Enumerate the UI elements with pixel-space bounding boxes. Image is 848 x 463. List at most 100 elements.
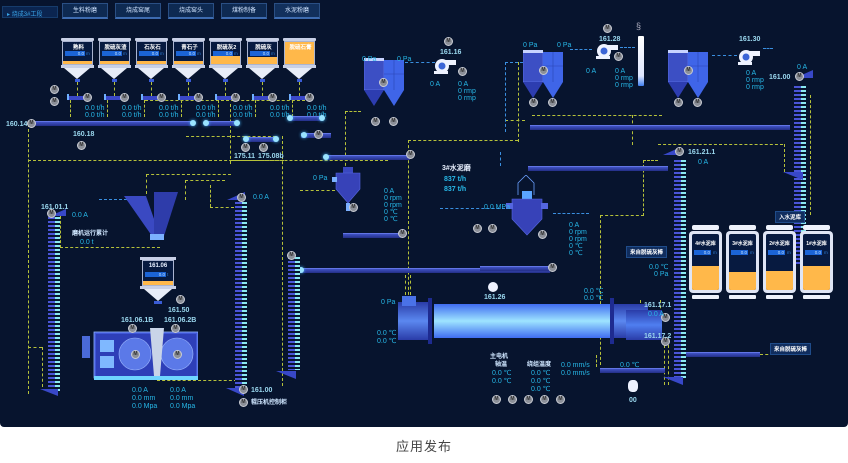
motor-icon[interactable]: M [239,398,248,407]
motor-icon[interactable]: M [287,251,296,260]
v-classifier[interactable] [124,192,180,249]
motor-icon[interactable]: M [314,130,323,139]
motor-icon[interactable]: M [661,337,670,346]
tab-coal-mill[interactable]: 煤粉制备 [221,3,267,19]
bucket-elevator[interactable] [235,200,243,392]
raw-material-silo[interactable]: 脱硫石膏 [283,38,316,86]
tab-kiln-head[interactable]: 烧成窑头 [168,3,214,19]
tab-raw-mill[interactable]: 生料粉磨 [62,3,108,19]
motor-icon[interactable]: M [556,395,565,404]
motor-icon[interactable]: M [47,209,56,218]
bucket-elevator[interactable] [288,255,296,370]
separator-1[interactable] [332,167,364,218]
motor-icon[interactable]: M [128,324,137,333]
ball-mill[interactable] [398,296,648,351]
belt-conveyor[interactable] [245,137,277,142]
motor-icon[interactable]: M [548,263,557,272]
motor-icon[interactable]: M [614,52,623,61]
bag-filter-1[interactable] [363,58,408,128]
motor-icon[interactable]: M [661,313,670,322]
motor-icon[interactable]: M [508,395,517,404]
tab-cement-mill[interactable]: 水泥粉磨 [274,3,320,19]
mill-drive[interactable] [626,310,662,340]
breadcrumb[interactable]: ▸ 烧成3#工段 [2,6,58,18]
motor-icon[interactable]: M [458,67,467,76]
motor-icon[interactable]: M [538,230,547,239]
belt-conveyor[interactable] [680,352,760,357]
roller-press[interactable] [82,328,199,389]
motor-icon[interactable]: M [529,98,538,107]
motor-icon[interactable]: M [268,93,277,102]
motor-icon[interactable]: M [492,395,501,404]
bag-filter-2[interactable] [522,50,567,120]
motor-icon[interactable]: M [674,98,683,107]
belt-conveyor[interactable] [528,166,668,171]
motor-icon[interactable]: M [176,295,185,304]
motor-icon[interactable]: M [50,97,59,106]
weigh-bin[interactable]: 161.06 0.0 t [140,257,176,307]
belt-conveyor[interactable] [289,116,323,121]
motor-icon[interactable]: M [305,93,314,102]
fan-2[interactable] [594,42,620,60]
belt-conveyor[interactable] [480,266,555,271]
motor-icon[interactable]: M [398,229,407,238]
motor-icon[interactable]: M [379,78,388,87]
fan-3[interactable] [736,48,762,66]
motor-icon[interactable]: M [77,141,86,150]
motor-icon[interactable]: M [239,385,248,394]
motor-icon[interactable]: M [120,93,129,102]
motor-icon[interactable]: M [131,350,140,359]
belt-conveyor[interactable] [300,268,550,273]
motor-icon[interactable]: M [259,143,268,152]
motor-icon[interactable]: M [488,224,497,233]
motor-icon[interactable]: M [194,93,203,102]
motor-icon[interactable]: M [540,395,549,404]
fan-icon[interactable] [488,282,498,292]
motor-icon[interactable]: M [675,147,684,156]
motor-icon[interactable]: M [171,324,180,333]
belt-conveyor[interactable] [530,125,790,130]
motor-icon[interactable]: M [237,193,246,202]
motor-icon[interactable]: M [684,66,693,75]
motor-icon[interactable]: M [406,150,415,159]
motor-icon[interactable]: M [795,72,804,81]
belt-conveyor[interactable] [600,368,665,373]
motor-icon[interactable]: M [231,93,240,102]
motor-icon[interactable]: M [173,350,182,359]
motor-icon[interactable]: M [50,85,59,94]
bucket-elevator[interactable] [674,158,682,380]
fan-1[interactable] [432,57,458,75]
motor-icon[interactable]: M [444,37,453,46]
motor-icon[interactable]: M [693,98,702,107]
bag-filter-3[interactable] [667,50,712,120]
motor-icon[interactable]: M [27,119,36,128]
motor-icon[interactable]: M [241,143,250,152]
bucket-elevator[interactable] [48,215,56,393]
motor-icon[interactable]: M [539,66,548,75]
belt-conveyor[interactable] [343,233,401,238]
main-belt-conveyor[interactable] [33,121,193,126]
motor-icon[interactable]: M [157,93,166,102]
motor-icon[interactable]: M [524,395,533,404]
motor-icon[interactable]: M [473,224,482,233]
motor-icon[interactable]: M [349,203,358,212]
tab-kiln-tail[interactable]: 烧成窑尾 [115,3,161,19]
motor-icon[interactable]: M [603,24,612,33]
motor-icon[interactable]: M [389,117,398,126]
belt-conveyor[interactable] [325,155,410,160]
motor-icon[interactable]: M [371,117,380,126]
motor-icon[interactable]: M [83,93,92,102]
motor-icon[interactable]: M [548,98,557,107]
separator-2[interactable] [506,174,548,250]
small-fan-icon[interactable] [628,380,638,392]
